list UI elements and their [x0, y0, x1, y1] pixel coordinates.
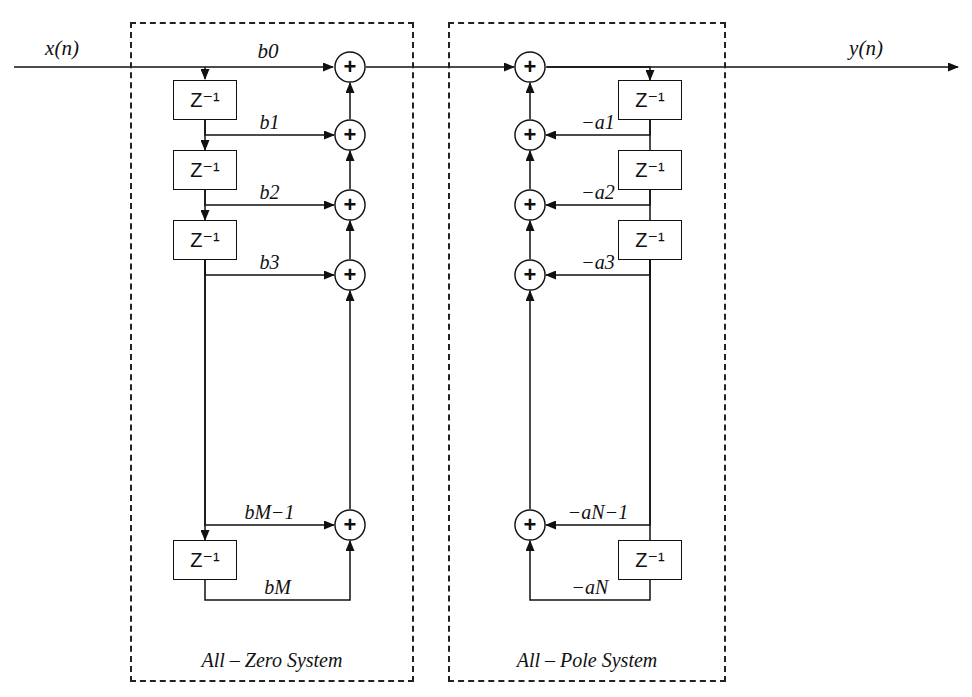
delay-label: Z⁻¹: [635, 89, 664, 111]
adder-ring: [335, 52, 365, 82]
input-wire: [14, 66, 333, 68]
signal-connector: [529, 291, 531, 509]
delay-box: Z⁻¹: [173, 150, 237, 190]
coefficient-label: −a1: [580, 111, 616, 133]
signal-connector: [366, 66, 514, 68]
signal-name: y(n): [849, 37, 883, 60]
delay-box: Z⁻¹: [618, 540, 682, 580]
signal-connector: [546, 67, 650, 80]
coefficient-label: b3: [259, 251, 281, 273]
adder-sign: +: [524, 56, 537, 78]
delay-box: Z⁻¹: [173, 220, 237, 260]
delay-box: Z⁻¹: [618, 220, 682, 260]
signal-name: x(n): [45, 37, 79, 60]
adder-ring: [515, 260, 545, 290]
adder-sign: +: [344, 56, 357, 78]
adder-circle: +: [514, 119, 546, 151]
coefficient-label: −aN: [571, 576, 610, 598]
input-tap-wire: [204, 67, 206, 79]
signal-connector: [529, 151, 531, 189]
signal-connector: [349, 221, 351, 259]
coefficient-label: b2: [259, 181, 281, 203]
adder-sign: +: [524, 124, 537, 146]
delay-box: Z⁻¹: [618, 150, 682, 190]
coefficient-label: −a3: [580, 251, 616, 273]
adder-sign: +: [344, 124, 357, 146]
adder-circle: +: [334, 259, 366, 291]
adder-circle: +: [334, 189, 366, 221]
adder-circle: +: [514, 509, 546, 541]
signal-connector: [205, 260, 334, 525]
signal-connector: [349, 151, 351, 189]
adder-sign: +: [524, 514, 537, 536]
signal-connector: [529, 221, 531, 259]
coefficient-label: bM: [263, 576, 292, 598]
adder-sign: +: [344, 514, 357, 536]
adder-ring: [515, 190, 545, 220]
adder-ring: [515, 52, 545, 82]
adder-circle: +: [334, 51, 366, 83]
adder-sign: +: [344, 194, 357, 216]
signal-connector: [349, 291, 351, 509]
signal-connector: [546, 260, 650, 525]
adder-sign: +: [344, 264, 357, 286]
adder-circle: +: [514, 189, 546, 221]
adder-ring: [335, 190, 365, 220]
coefficient-label: b0: [258, 40, 279, 63]
coefficient-label: b1: [259, 111, 281, 133]
delay-label: Z⁻¹: [190, 549, 219, 571]
delay-label: Z⁻¹: [190, 229, 219, 251]
delay-label: Z⁻¹: [635, 549, 664, 571]
coefficient-label: −a2: [580, 181, 616, 203]
adder-circle: +: [514, 259, 546, 291]
adder-ring: [515, 120, 545, 150]
adder-ring: [335, 120, 365, 150]
adder-circle: +: [334, 509, 366, 541]
delay-box: Z⁻¹: [173, 540, 237, 580]
adder-ring: [335, 260, 365, 290]
adder-sign: +: [524, 194, 537, 216]
delay-label: Z⁻¹: [635, 229, 664, 251]
adder-sign: +: [524, 264, 537, 286]
panel-title: All – Pole System: [450, 649, 724, 672]
delay-box: Z⁻¹: [618, 80, 682, 120]
coefficient-label: bM−1: [243, 501, 295, 523]
signal-connector: [349, 83, 351, 119]
panel-title: All – Zero System: [132, 649, 412, 672]
coefficient-label: −aN−1: [567, 501, 629, 523]
adder-ring: [335, 510, 365, 540]
delay-box: Z⁻¹: [173, 80, 237, 120]
delay-label: Z⁻¹: [190, 159, 219, 181]
signal-connector: [529, 83, 531, 119]
delay-label: Z⁻¹: [190, 89, 219, 111]
output-wire: [547, 66, 958, 68]
adder-circle: +: [514, 51, 546, 83]
delay-label: Z⁻¹: [635, 159, 664, 181]
adder-circle: +: [334, 119, 366, 151]
adder-ring: [515, 510, 545, 540]
